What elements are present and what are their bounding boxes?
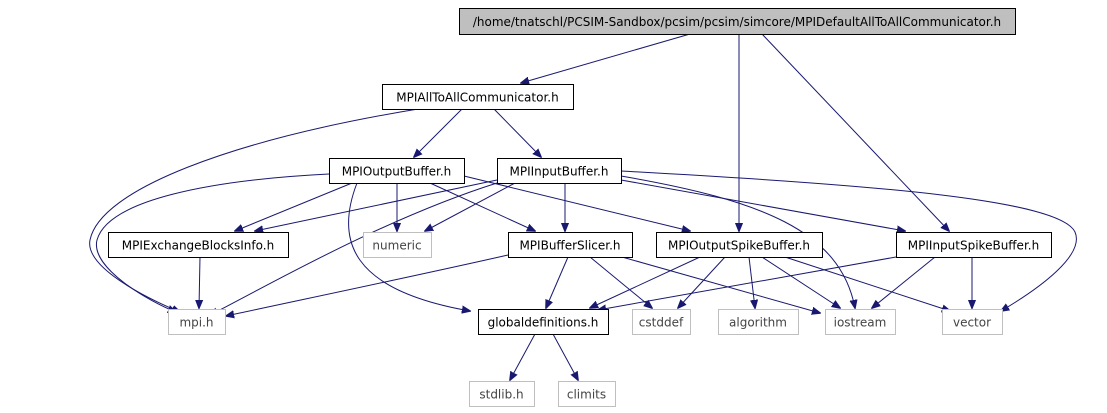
node-label: mpi.h — [179, 316, 213, 330]
node-label: vector — [953, 316, 991, 330]
edge-a2a-to-inbuf — [493, 108, 541, 157]
edge-globaldef-to-climits — [552, 333, 578, 380]
node-slicer[interactable]: MPIBufferSlicer.h — [508, 232, 633, 258]
node-label: algorithm — [729, 316, 787, 330]
node-box — [718, 309, 799, 335]
node-root[interactable]: /home/tnatschl/PCSIM-Sandbox/pcsim/pcsim… — [459, 8, 1016, 35]
node-label: MPIInputBuffer.h — [510, 165, 609, 179]
edge-inbuf-to-vector — [620, 170, 1077, 311]
node-box — [508, 232, 633, 258]
edge-slicer-to-globaldef — [546, 256, 569, 308]
edge-globaldef-to-stdlib — [510, 333, 536, 380]
edge-inbuf-to-exch — [255, 179, 498, 231]
node-iostream[interactable]: iostream — [825, 309, 896, 335]
node-climits[interactable]: climits — [558, 381, 616, 407]
node-box — [825, 309, 896, 335]
node-label: /home/tnatschl/PCSIM-Sandbox/pcsim/pcsim… — [473, 15, 1001, 29]
node-exch[interactable]: MPIExchangeBlocksInfo.h — [108, 232, 289, 258]
edge-slicer-to-mpi — [226, 254, 509, 316]
node-layer: /home/tnatschl/PCSIM-Sandbox/pcsim/pcsim… — [108, 8, 1052, 407]
node-globaldef[interactable]: globaldefinitions.h — [478, 309, 609, 335]
node-box — [558, 381, 616, 407]
edge-outspike-to-iostream — [761, 256, 840, 308]
node-mpi[interactable]: mpi.h — [168, 309, 226, 335]
node-label: MPIInputSpikeBuffer.h — [908, 239, 1039, 253]
node-label: iostream — [834, 316, 887, 330]
edge-outspike-to-cstddef — [678, 256, 726, 308]
edge-inbuf-to-mpi — [210, 182, 498, 315]
edge-outbuf-to-exch — [235, 182, 353, 231]
node-box — [942, 309, 1003, 335]
edge-a2a-to-outbuf — [414, 108, 463, 157]
node-label: numeric — [372, 239, 421, 253]
node-box — [896, 232, 1052, 258]
node-label: stdlib.h — [479, 388, 523, 402]
node-box — [656, 232, 823, 258]
node-vector[interactable]: vector — [942, 309, 1003, 335]
node-label: climits — [567, 388, 606, 402]
node-label: MPIOutputBuffer.h — [342, 165, 452, 179]
node-box — [329, 158, 465, 184]
edge-inspike-to-iostream — [872, 256, 936, 308]
node-label: MPIAllToAllCommunicator.h — [396, 91, 558, 105]
node-cstddef[interactable]: cstddef — [632, 309, 691, 335]
edge-slicer-to-cstddef — [589, 256, 652, 308]
node-box — [497, 158, 622, 184]
node-a2a[interactable]: MPIAllToAllCommunicator.h — [382, 84, 574, 110]
edge-root-to-inspike — [761, 33, 949, 231]
edge-exch-to-mpi — [199, 256, 200, 308]
edge-slicer-to-iostream — [621, 256, 820, 313]
node-label: MPIOutputSpikeBuffer.h — [668, 239, 810, 253]
edge-outspike-to-vector — [784, 256, 950, 311]
edge-outbuf-to-globaldef — [348, 182, 470, 311]
node-label: MPIExchangeBlocksInfo.h — [122, 239, 274, 253]
node-numeric[interactable]: numeric — [363, 232, 432, 258]
node-box — [108, 232, 289, 258]
node-stdlib[interactable]: stdlib.h — [469, 381, 535, 407]
node-box — [363, 232, 432, 258]
edge-a2a-to-mpi — [89, 108, 419, 312]
node-outspike[interactable]: MPIOutputSpikeBuffer.h — [656, 232, 823, 258]
edge-inbuf-to-iostream — [620, 175, 855, 308]
node-box — [459, 8, 1016, 35]
edge-inspike-to-globaldef — [598, 256, 897, 310]
node-inspike[interactable]: MPIInputSpikeBuffer.h — [896, 232, 1052, 258]
node-box — [382, 84, 574, 110]
edge-root-to-a2a — [521, 33, 691, 83]
node-label: MPIBufferSlicer.h — [519, 239, 620, 253]
edge-outspike-to-globaldef — [590, 256, 701, 308]
edge-layer — [89, 33, 1077, 380]
node-label: globaldefinitions.h — [488, 316, 599, 330]
node-inbuf[interactable]: MPIInputBuffer.h — [497, 158, 622, 184]
node-box — [478, 309, 609, 335]
node-label: cstddef — [639, 316, 684, 330]
edge-outbuf-to-mpi — [96, 173, 330, 312]
edge-inbuf-to-inspike — [620, 179, 905, 231]
edge-outbuf-to-outspike — [463, 175, 690, 231]
edge-outbuf-to-slicer — [429, 182, 535, 231]
node-outbuf[interactable]: MPIOutputBuffer.h — [329, 158, 465, 184]
node-box — [168, 309, 226, 335]
node-algorithm[interactable]: algorithm — [718, 309, 799, 335]
edge-inbuf-to-numeric — [425, 182, 516, 231]
node-box — [469, 381, 535, 407]
node-box — [632, 309, 691, 335]
